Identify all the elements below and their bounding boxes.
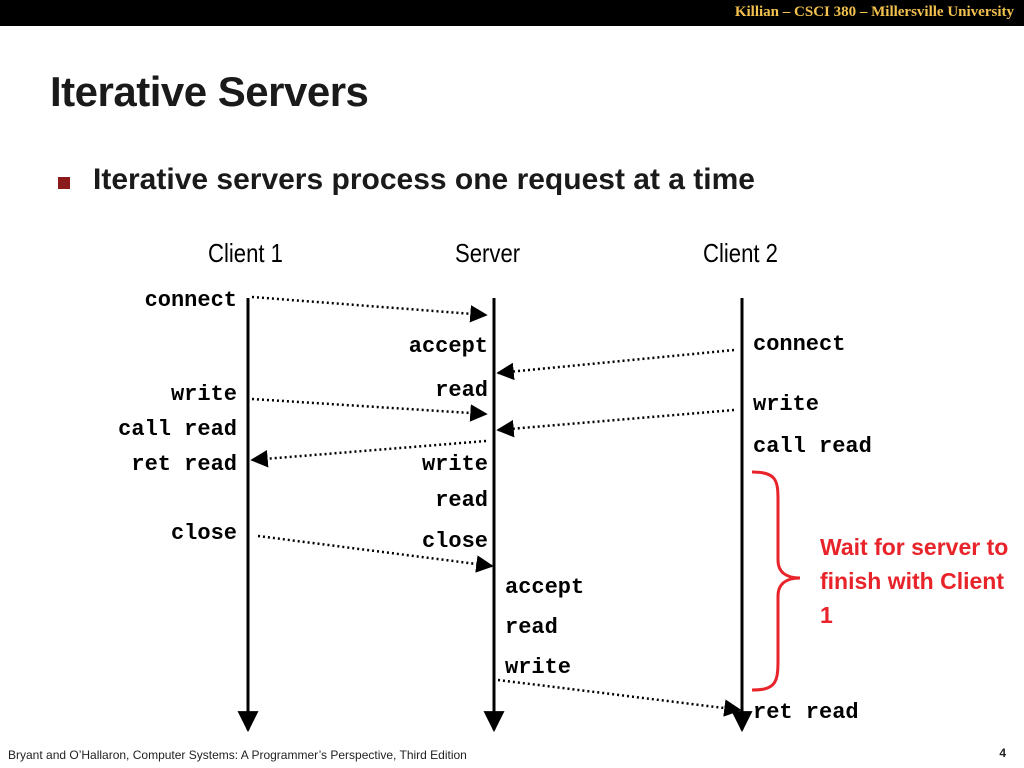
server-accept: accept	[408, 334, 488, 359]
c1-close: close	[170, 521, 237, 546]
arrow-c1-close	[257, 534, 494, 573]
c1-call-read: call read	[118, 417, 237, 442]
page-number: 4	[999, 746, 1006, 760]
server-read-2: read	[435, 488, 488, 513]
server-close: close	[421, 529, 488, 554]
slide-title: Iterative Servers	[50, 68, 369, 115]
bullet-square-icon	[58, 177, 70, 189]
server-write-2: write	[505, 655, 572, 680]
wait-brace	[751, 470, 801, 692]
server-read: read	[435, 378, 488, 403]
server-heading: Server	[455, 238, 521, 268]
footer-citation: Bryant and O’Hallaron, Computer Systems:…	[8, 748, 467, 762]
top-bar: Killian – CSCI 380 – Millersville Univer…	[0, 0, 1024, 26]
bullet-text: Iterative servers process one request at…	[93, 163, 755, 196]
server-write: write	[421, 452, 488, 477]
c2-call-read: call read	[753, 434, 872, 459]
c1-write: write	[170, 382, 237, 407]
server-accept-2: accept	[505, 575, 585, 600]
arrow-c2-write	[496, 408, 735, 438]
server-read-3: read	[505, 615, 558, 640]
c2-write: write	[753, 392, 820, 417]
arrow-c2-connect	[496, 348, 735, 381]
arrow-server-write-2	[497, 678, 742, 717]
course-header: Killian – CSCI 380 – Millersville Univer…	[734, 4, 1014, 20]
c1-ret-read: ret read	[131, 452, 237, 477]
arrow-c1-write	[251, 397, 488, 422]
client2-heading: Client 2	[703, 238, 778, 268]
client1-heading: Client 1	[208, 238, 283, 268]
c2-ret-read: ret read	[753, 700, 859, 725]
wait-note: Wait for server to finish with Client 1	[820, 534, 1009, 628]
c2-connect: connect	[753, 332, 846, 357]
arrow-server-write	[250, 439, 487, 468]
arrow-c1-connect	[251, 295, 488, 323]
c1-connect: connect	[144, 288, 237, 313]
